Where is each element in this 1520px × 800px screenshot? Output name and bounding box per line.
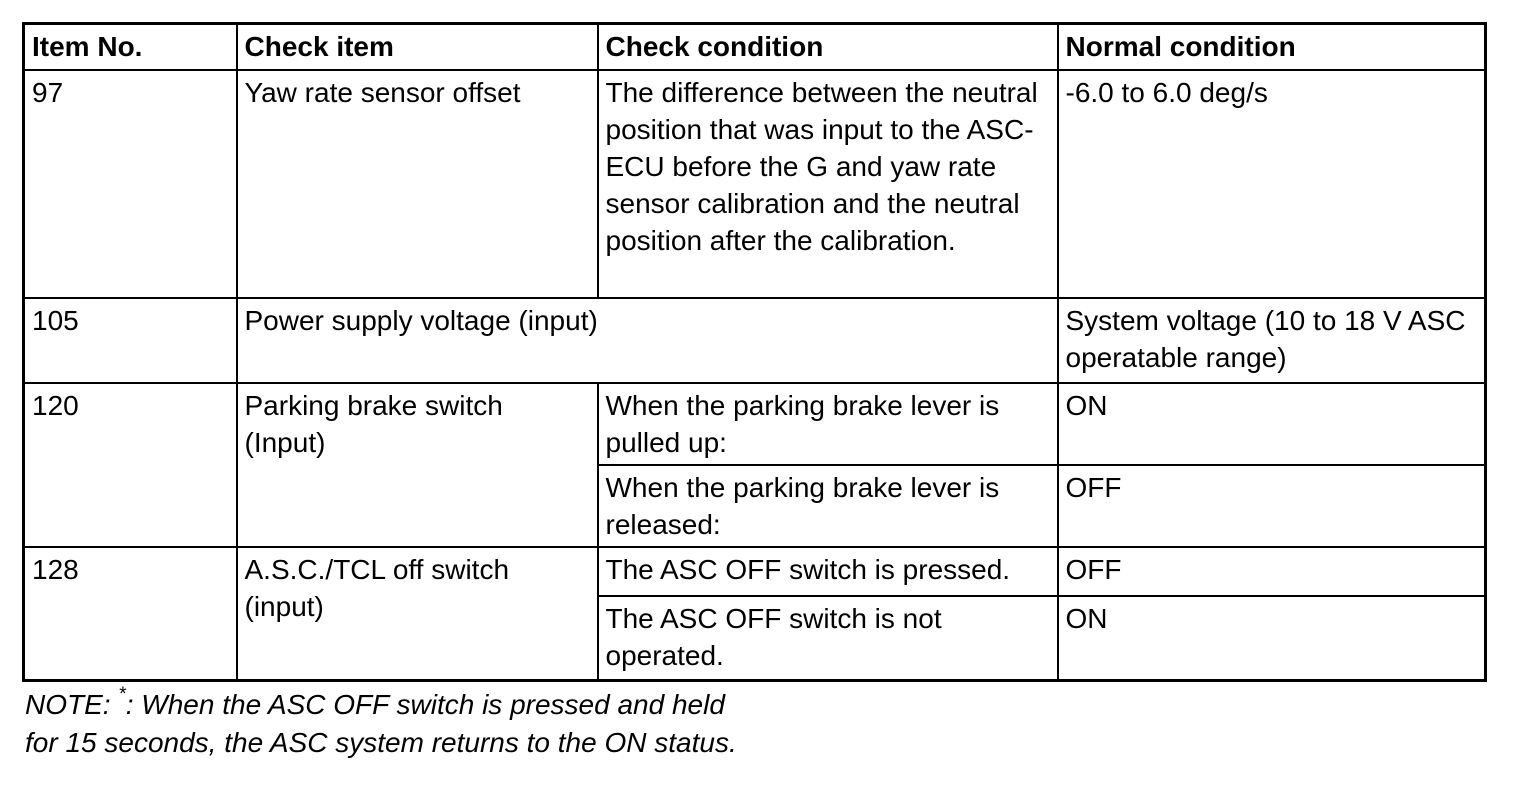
cell-check-condition-97: The difference between the neutral posit… xyxy=(596,68,1059,299)
cell-item-no-120: 120 xyxy=(22,381,238,548)
header-check-condition: Check condition xyxy=(596,22,1059,71)
table-row: When the parking brake lever is released… xyxy=(24,463,1487,548)
cell-normal-condition-120-pulled-up: ON xyxy=(1056,381,1487,466)
footnote-text: : When the ASC OFF switch is pressed and… xyxy=(25,689,737,758)
table-row: 105 Power supply voltage (input) System … xyxy=(22,296,1487,384)
cell-item-no-128: 128 xyxy=(22,545,238,682)
header-item-no: Item No. xyxy=(22,22,238,71)
cell-check-condition-120-pulled-up: When the parking brake lever is pulled u… xyxy=(596,381,1059,466)
cell-check-condition-128-pressed: The ASC OFF switch is pressed. xyxy=(596,545,1059,597)
header-check-item: Check item xyxy=(235,22,599,71)
footnote-asterisk: * xyxy=(118,684,126,705)
cell-check-item-128: A.S.C./TCL off switch (input) xyxy=(235,545,599,682)
table-row: 128 A.S.C./TCL off switch (input) The AS… xyxy=(22,545,1487,682)
cell-item-no-105: 105 xyxy=(22,296,238,384)
table-row: 120 Parking brake switch (Input) When th… xyxy=(22,381,1487,548)
table-row: The ASC OFF switch is not operated. ON xyxy=(24,594,1487,682)
cell-normal-condition-128-pressed: OFF xyxy=(1056,545,1487,597)
cell-check-condition-128-not-operated: The ASC OFF switch is not operated. xyxy=(596,594,1059,682)
cell-check-item-105-merged: Power supply voltage (input) xyxy=(235,296,1059,384)
cell-check-item-120: Parking brake switch (Input) xyxy=(235,381,599,548)
cell-normal-condition-120-released: OFF xyxy=(1056,463,1487,548)
cell-check-condition-120-released: When the parking brake lever is released… xyxy=(596,463,1059,548)
cell-normal-condition-97: -6.0 to 6.0 deg/s xyxy=(1056,68,1487,299)
header-normal-condition: Normal condition xyxy=(1056,22,1487,71)
cell-normal-condition-105: System voltage (10 to 18 V ASC operatabl… xyxy=(1056,296,1487,384)
cell-item-no-97: 97 xyxy=(22,68,238,299)
cell-normal-condition-128-not-operated: ON xyxy=(1056,594,1487,682)
table-row: 97 Yaw rate sensor offset The difference… xyxy=(22,68,1487,299)
cell-check-item-97: Yaw rate sensor offset xyxy=(235,68,599,299)
diagnostic-data-list-table: Item No. Check item Check condition Norm… xyxy=(22,22,1487,682)
table-header-row: Item No. Check item Check condition Norm… xyxy=(22,22,1487,71)
footnote-label: NOTE: xyxy=(25,689,119,720)
footnote: NOTE: *: When the ASC OFF switch is pres… xyxy=(25,684,739,762)
